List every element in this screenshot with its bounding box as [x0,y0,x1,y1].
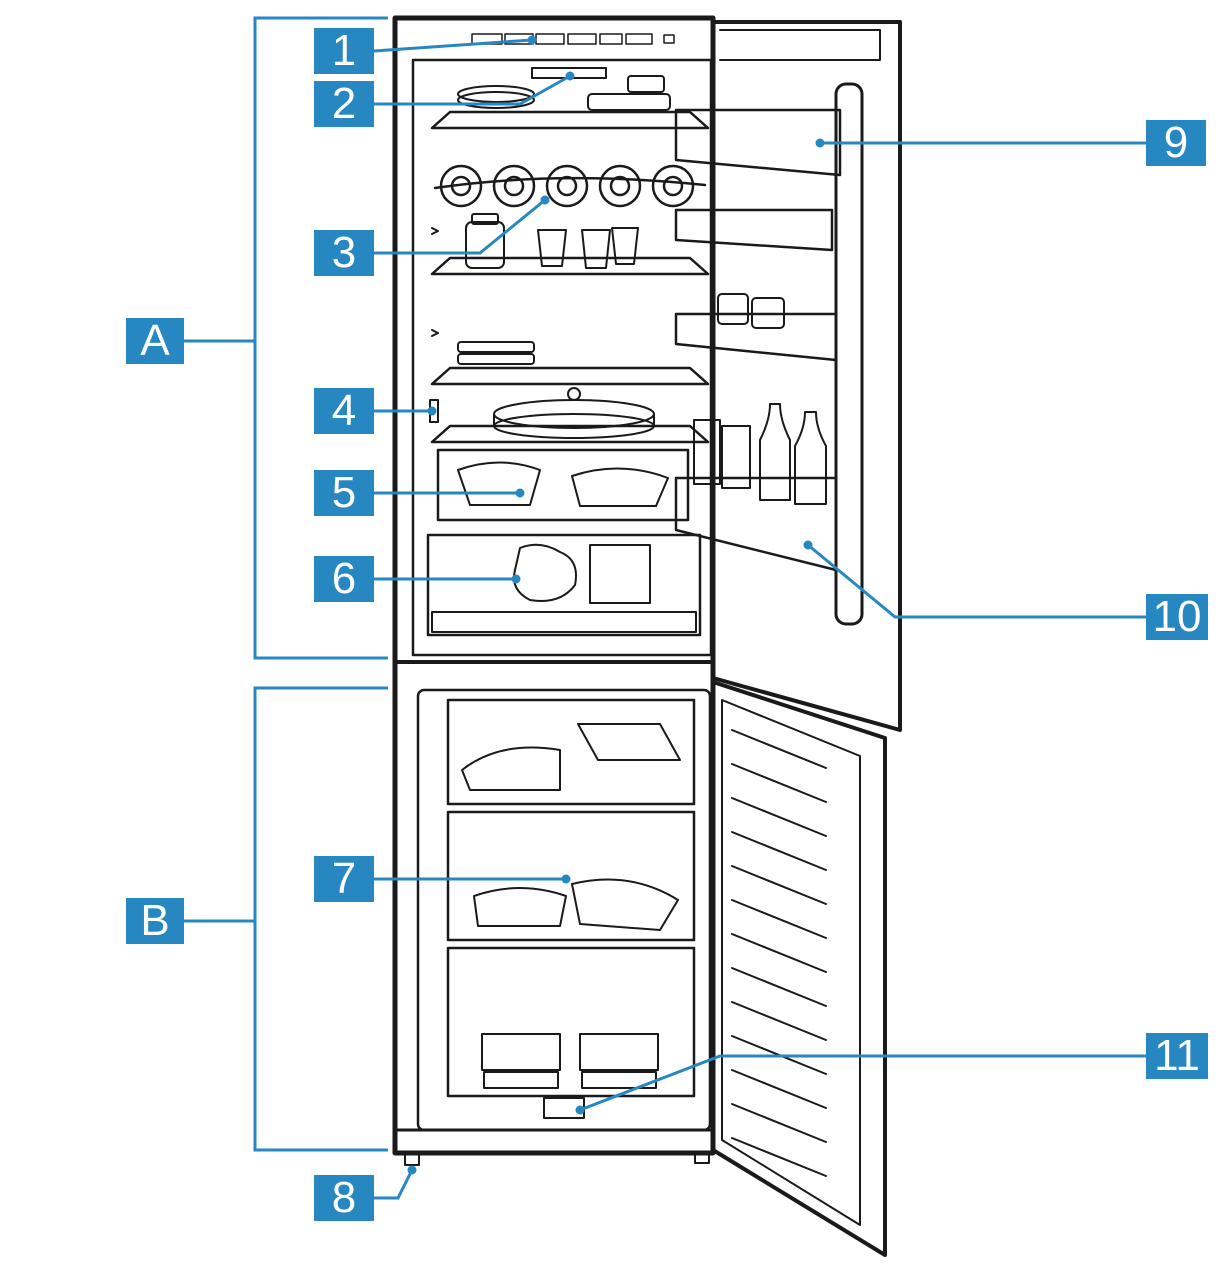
leader-11 [578,1054,1148,1112]
callout-10: 10 [1146,594,1208,640]
callout-8: 8 [314,1175,374,1221]
leader-8 [372,1168,414,1200]
section-label-a: A [126,318,184,364]
callout-2: 2 [314,81,374,127]
callout-4: 4 [314,388,374,434]
leader-dot-4 [427,406,437,416]
callout-11: 11 [1146,1033,1208,1079]
leader-10 [806,543,1148,619]
leader-dot-9 [815,138,825,148]
callout-5: 5 [314,470,374,516]
freezer-drawers [446,698,696,1098]
bracket-a [253,16,388,660]
chiller-drawer [436,448,690,522]
fridge-interior [411,58,713,657]
leader-3 [372,198,547,255]
fridge-door [711,20,902,732]
leader-dot-1 [527,35,537,45]
callout-7: 7 [314,856,374,902]
leader-dot-10 [803,540,813,550]
vegetable-drawer [426,533,702,637]
leader-dot-8 [407,1165,417,1175]
callout-1: 1 [314,28,374,74]
bracket-b [253,686,388,1152]
leader-2 [372,74,572,106]
callout-9: 9 [1146,120,1206,166]
glass-shelves [430,110,710,444]
leader-dot-6 [511,574,521,584]
callout-3: 3 [314,230,374,276]
freezer-door [711,680,887,1257]
bottle-rack [433,164,707,208]
leader-1 [372,38,534,53]
freezer-door-ribs [731,729,827,1177]
leader-dot-11 [575,1105,585,1115]
leader-dot-7 [561,874,571,884]
leader-dot-5 [515,488,525,498]
section-label-b: B [126,898,184,944]
leader-dot-3 [540,195,550,205]
fridge-cabinet [392,15,716,1156]
door-shelves [674,108,842,572]
callout-6: 6 [314,556,374,602]
leader-dot-2 [565,71,575,81]
